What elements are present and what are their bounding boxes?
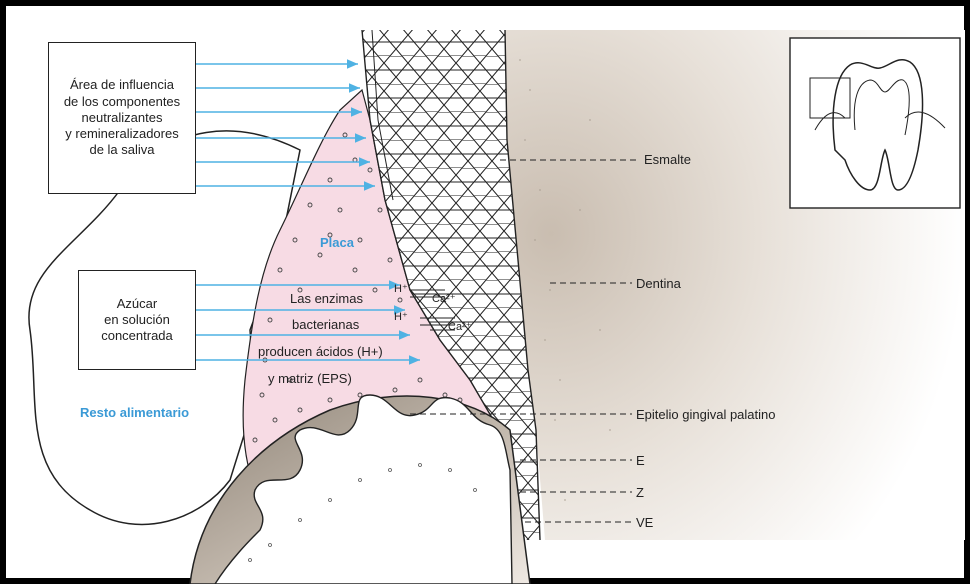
calcium-label-1: Ca²⁺ (432, 294, 456, 305)
enzymes-line-2: bacterianas (292, 318, 359, 331)
sugar-line-1: Azúcar (117, 296, 157, 312)
saliva-line-3: neutralizantes (82, 110, 163, 126)
sugar-line-3: concentrada (101, 328, 173, 344)
epitelio-label: Epitelio gingival palatino (636, 408, 775, 421)
placa-label: Placa (320, 236, 354, 249)
resto-label: Resto alimentario (80, 406, 189, 419)
esmalte-label: Esmalte (644, 153, 691, 166)
saliva-influence-box: Área de influencia de los componentes ne… (48, 42, 196, 194)
enzymes-line-3: producen ácidos (H+) (258, 345, 383, 358)
calcium-label-2: Ca²⁺ (448, 322, 472, 333)
z-label: Z (636, 486, 644, 499)
saliva-line-4: y remineralizadores (65, 126, 178, 142)
ve-label: VE (636, 516, 653, 529)
enzymes-line-1: Las enzimas (290, 292, 363, 305)
dentina-label: Dentina (636, 277, 681, 290)
hplus-label-2: H⁺ (394, 312, 408, 323)
sugar-line-2: en solución (104, 312, 170, 328)
hplus-label-1: H⁺ (394, 284, 408, 295)
saliva-line-5: de la saliva (89, 142, 154, 158)
saliva-line-2: de los componentes (64, 94, 180, 110)
saliva-line-1: Área de influencia (70, 77, 174, 93)
e-label: E (636, 454, 645, 467)
enzymes-line-4: y matriz (EPS) (268, 372, 352, 385)
sugar-box: Azúcar en solución concentrada (78, 270, 196, 370)
